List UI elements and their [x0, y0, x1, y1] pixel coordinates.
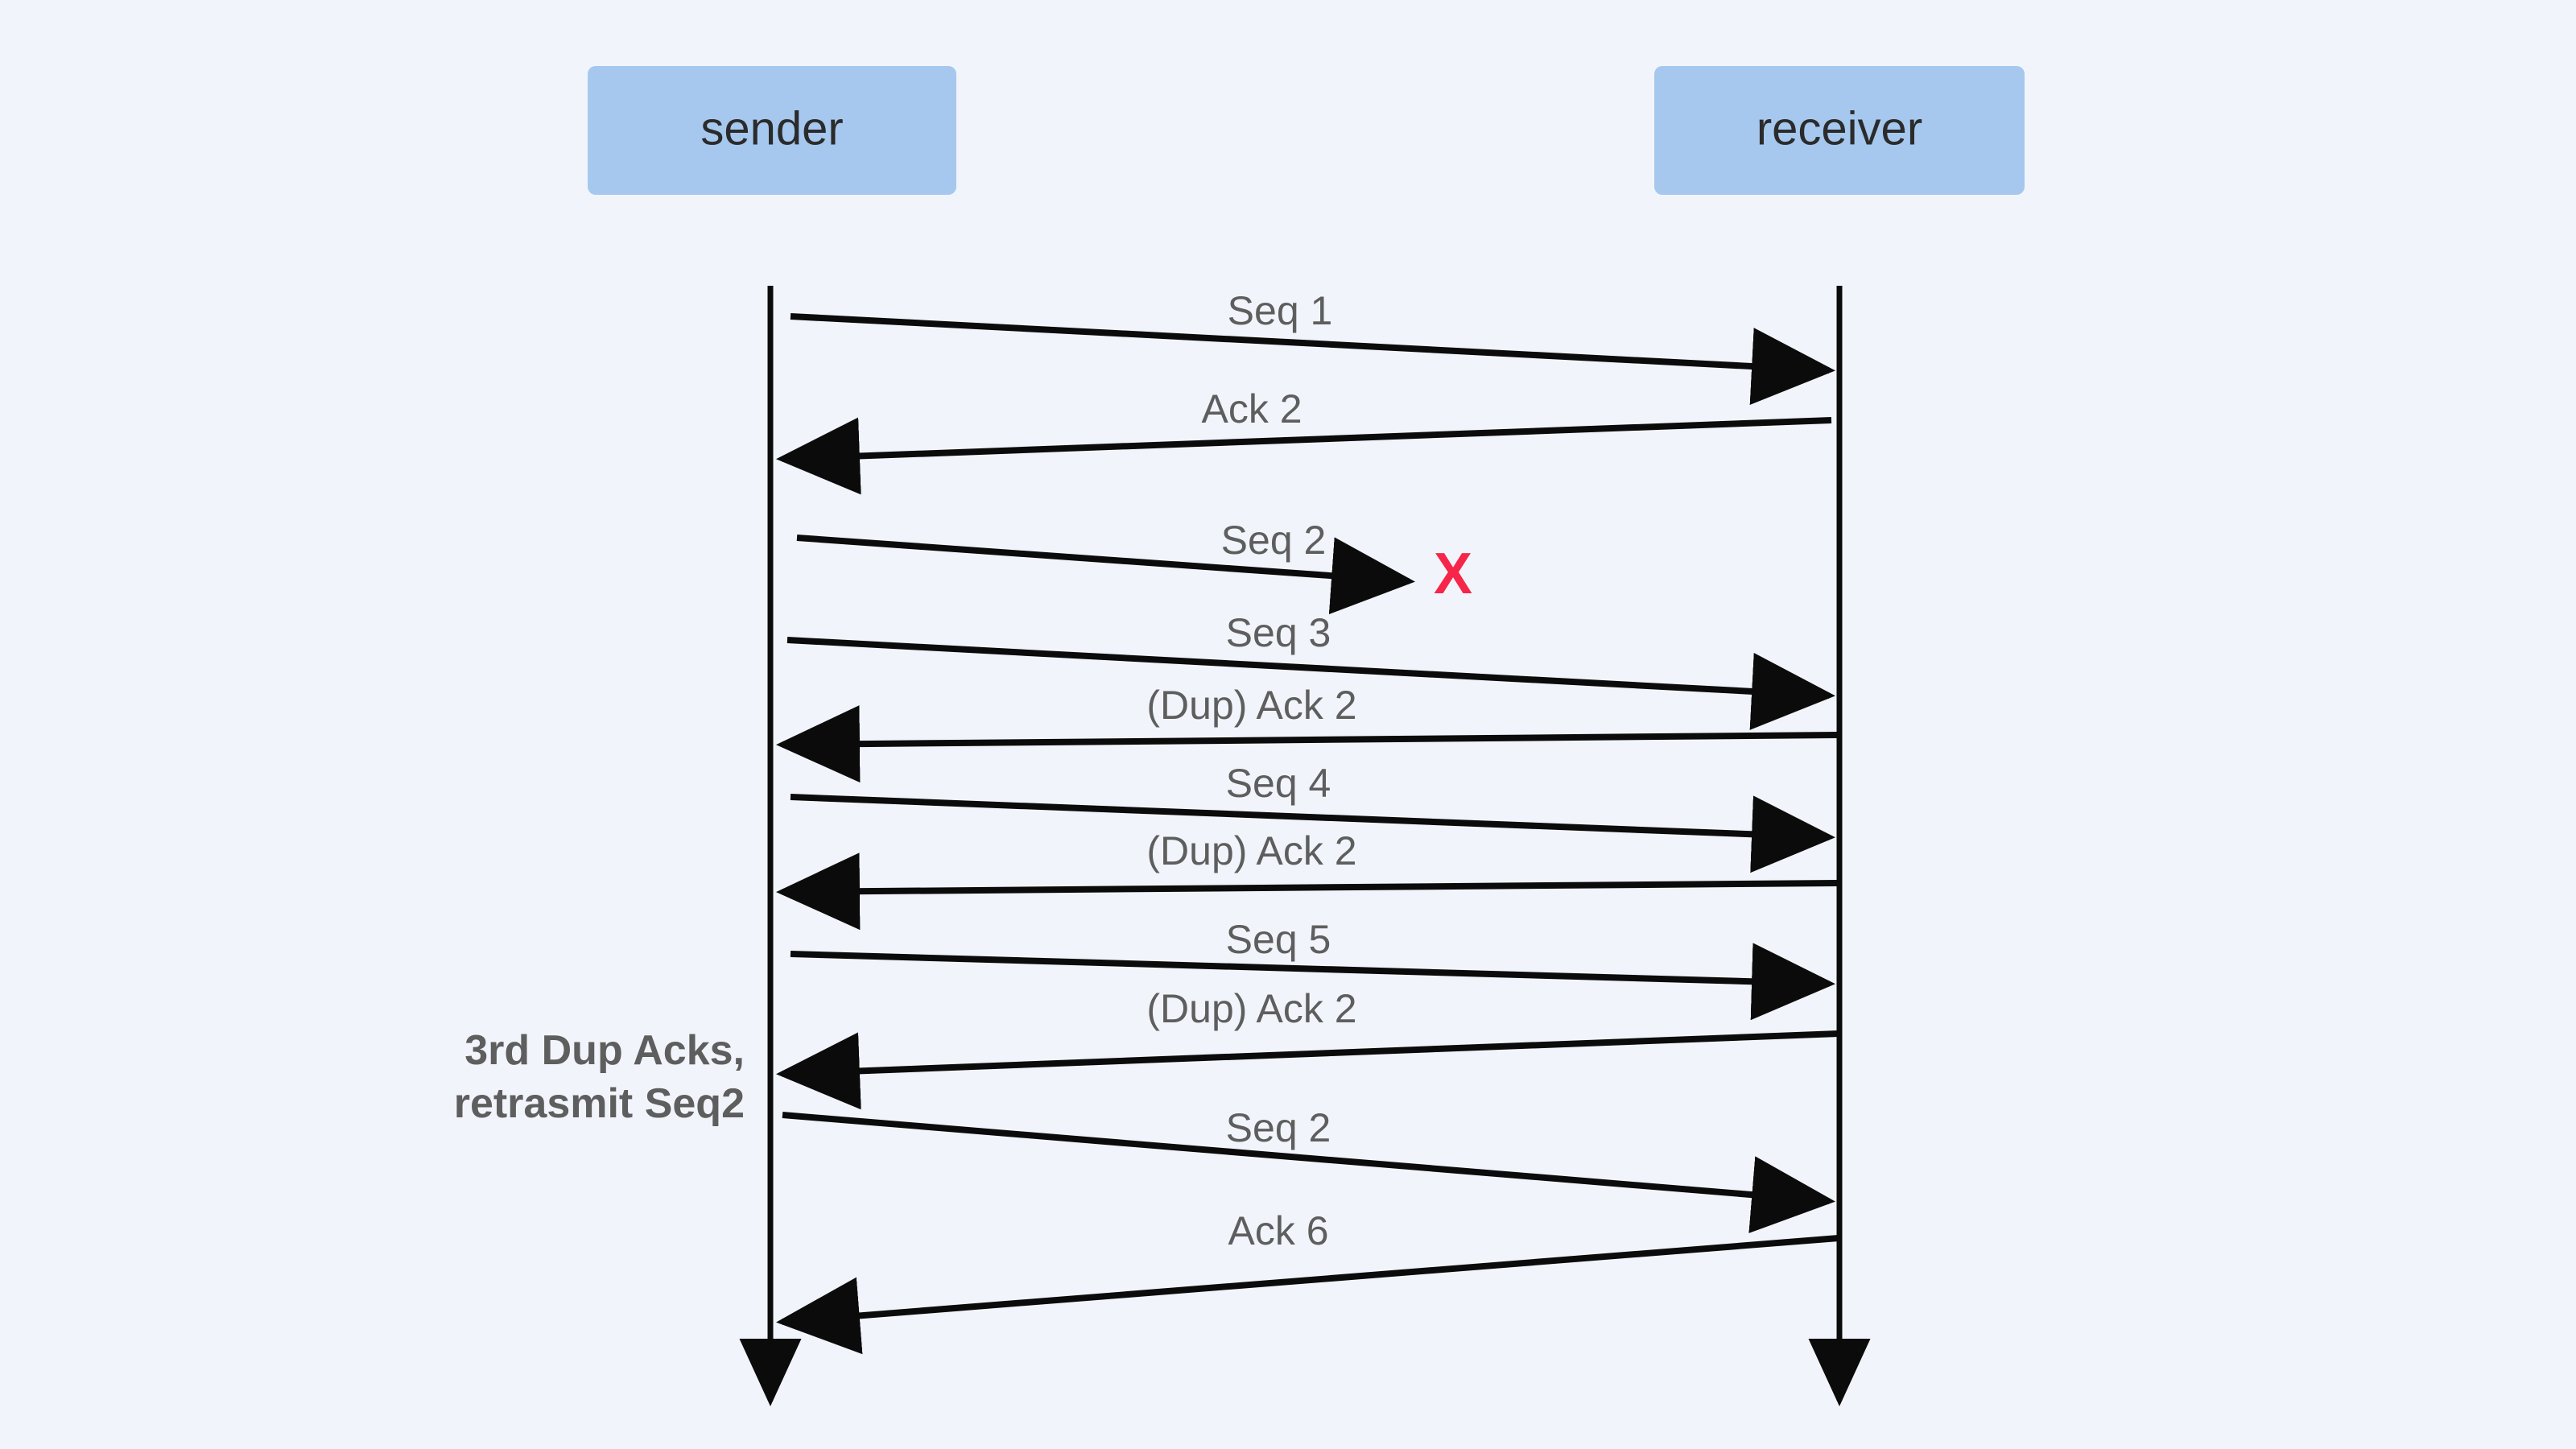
message-label-dup-ack-2-first: (Dup) Ack 2	[1146, 683, 1356, 728]
message-label-seq-5: Seq 5	[1226, 917, 1331, 962]
packet-loss-x-icon: X	[1434, 542, 1472, 606]
message-label-seq-2-lost: Seq 2	[1221, 518, 1327, 563]
actor-label-sender: sender	[700, 102, 843, 155]
message-arrow-seq-1[interactable]	[790, 313, 1835, 405]
note-fast-retransmit-line-1: 3rd Dup Acks,	[464, 1027, 745, 1074]
actor-box-sender[interactable]	[588, 66, 956, 195]
message-arrow-seq-2-lost[interactable]	[796, 535, 1415, 615]
actor-label-receiver: receiver	[1757, 102, 1922, 155]
message-seq-2-lost[interactable]: Seq 2 X	[796, 518, 1472, 615]
message-dup-ack-2-second[interactable]: (Dup) Ack 2	[776, 828, 1839, 931]
message-label-ack-2: Ack 2	[1201, 386, 1302, 431]
message-arrow-seq-3[interactable]	[786, 637, 1835, 730]
message-seq-3[interactable]: Seq 3	[786, 610, 1835, 730]
message-arrow-ack-6[interactable]	[776, 1235, 1839, 1355]
note-fast-retransmit: 3rd Dup Acks, retrasmit Seq2	[454, 1027, 745, 1127]
message-label-ack-6: Ack 6	[1228, 1208, 1328, 1253]
message-arrow-ack-2[interactable]	[776, 417, 1832, 495]
actor-receiver[interactable]: receiver	[1654, 66, 2025, 1406]
message-label-seq-2-retransmit: Seq 2	[1226, 1105, 1331, 1150]
message-label-seq-4: Seq 4	[1226, 761, 1331, 806]
message-label-dup-ack-2-third: (Dup) Ack 2	[1146, 986, 1356, 1031]
message-ack-6[interactable]: Ack 6	[776, 1208, 1839, 1355]
message-arrow-seq-4[interactable]	[790, 794, 1835, 873]
message-seq-1[interactable]: Seq 1	[790, 288, 1835, 405]
message-seq-5[interactable]: Seq 5	[790, 917, 1835, 1021]
message-arrow-seq-5[interactable]	[790, 943, 1835, 1021]
note-fast-retransmit-line-2: retrasmit Seq2	[454, 1080, 745, 1127]
message-label-dup-ack-2-second: (Dup) Ack 2	[1146, 828, 1356, 873]
message-arrow-seq-2-retransmit[interactable]	[782, 1112, 1835, 1233]
message-arrow-dup-ack-2-third[interactable]	[776, 1030, 1839, 1110]
message-arrow-dup-ack-2-first[interactable]	[776, 705, 1839, 783]
message-dup-ack-2-third[interactable]: (Dup) Ack 2	[776, 986, 1839, 1110]
message-arrow-dup-ack-2-second[interactable]	[776, 852, 1839, 931]
message-label-seq-1: Seq 1	[1228, 288, 1333, 333]
actor-box-receiver[interactable]	[1654, 66, 2025, 195]
message-ack-2[interactable]: Ack 2	[776, 386, 1832, 495]
message-seq-2-retransmit[interactable]: Seq 2	[782, 1105, 1835, 1233]
actor-sender[interactable]: sender	[588, 66, 956, 1406]
message-seq-4[interactable]: Seq 4	[790, 761, 1835, 873]
message-dup-ack-2-first[interactable]: (Dup) Ack 2	[776, 683, 1839, 783]
message-label-seq-3: Seq 3	[1226, 610, 1331, 655]
